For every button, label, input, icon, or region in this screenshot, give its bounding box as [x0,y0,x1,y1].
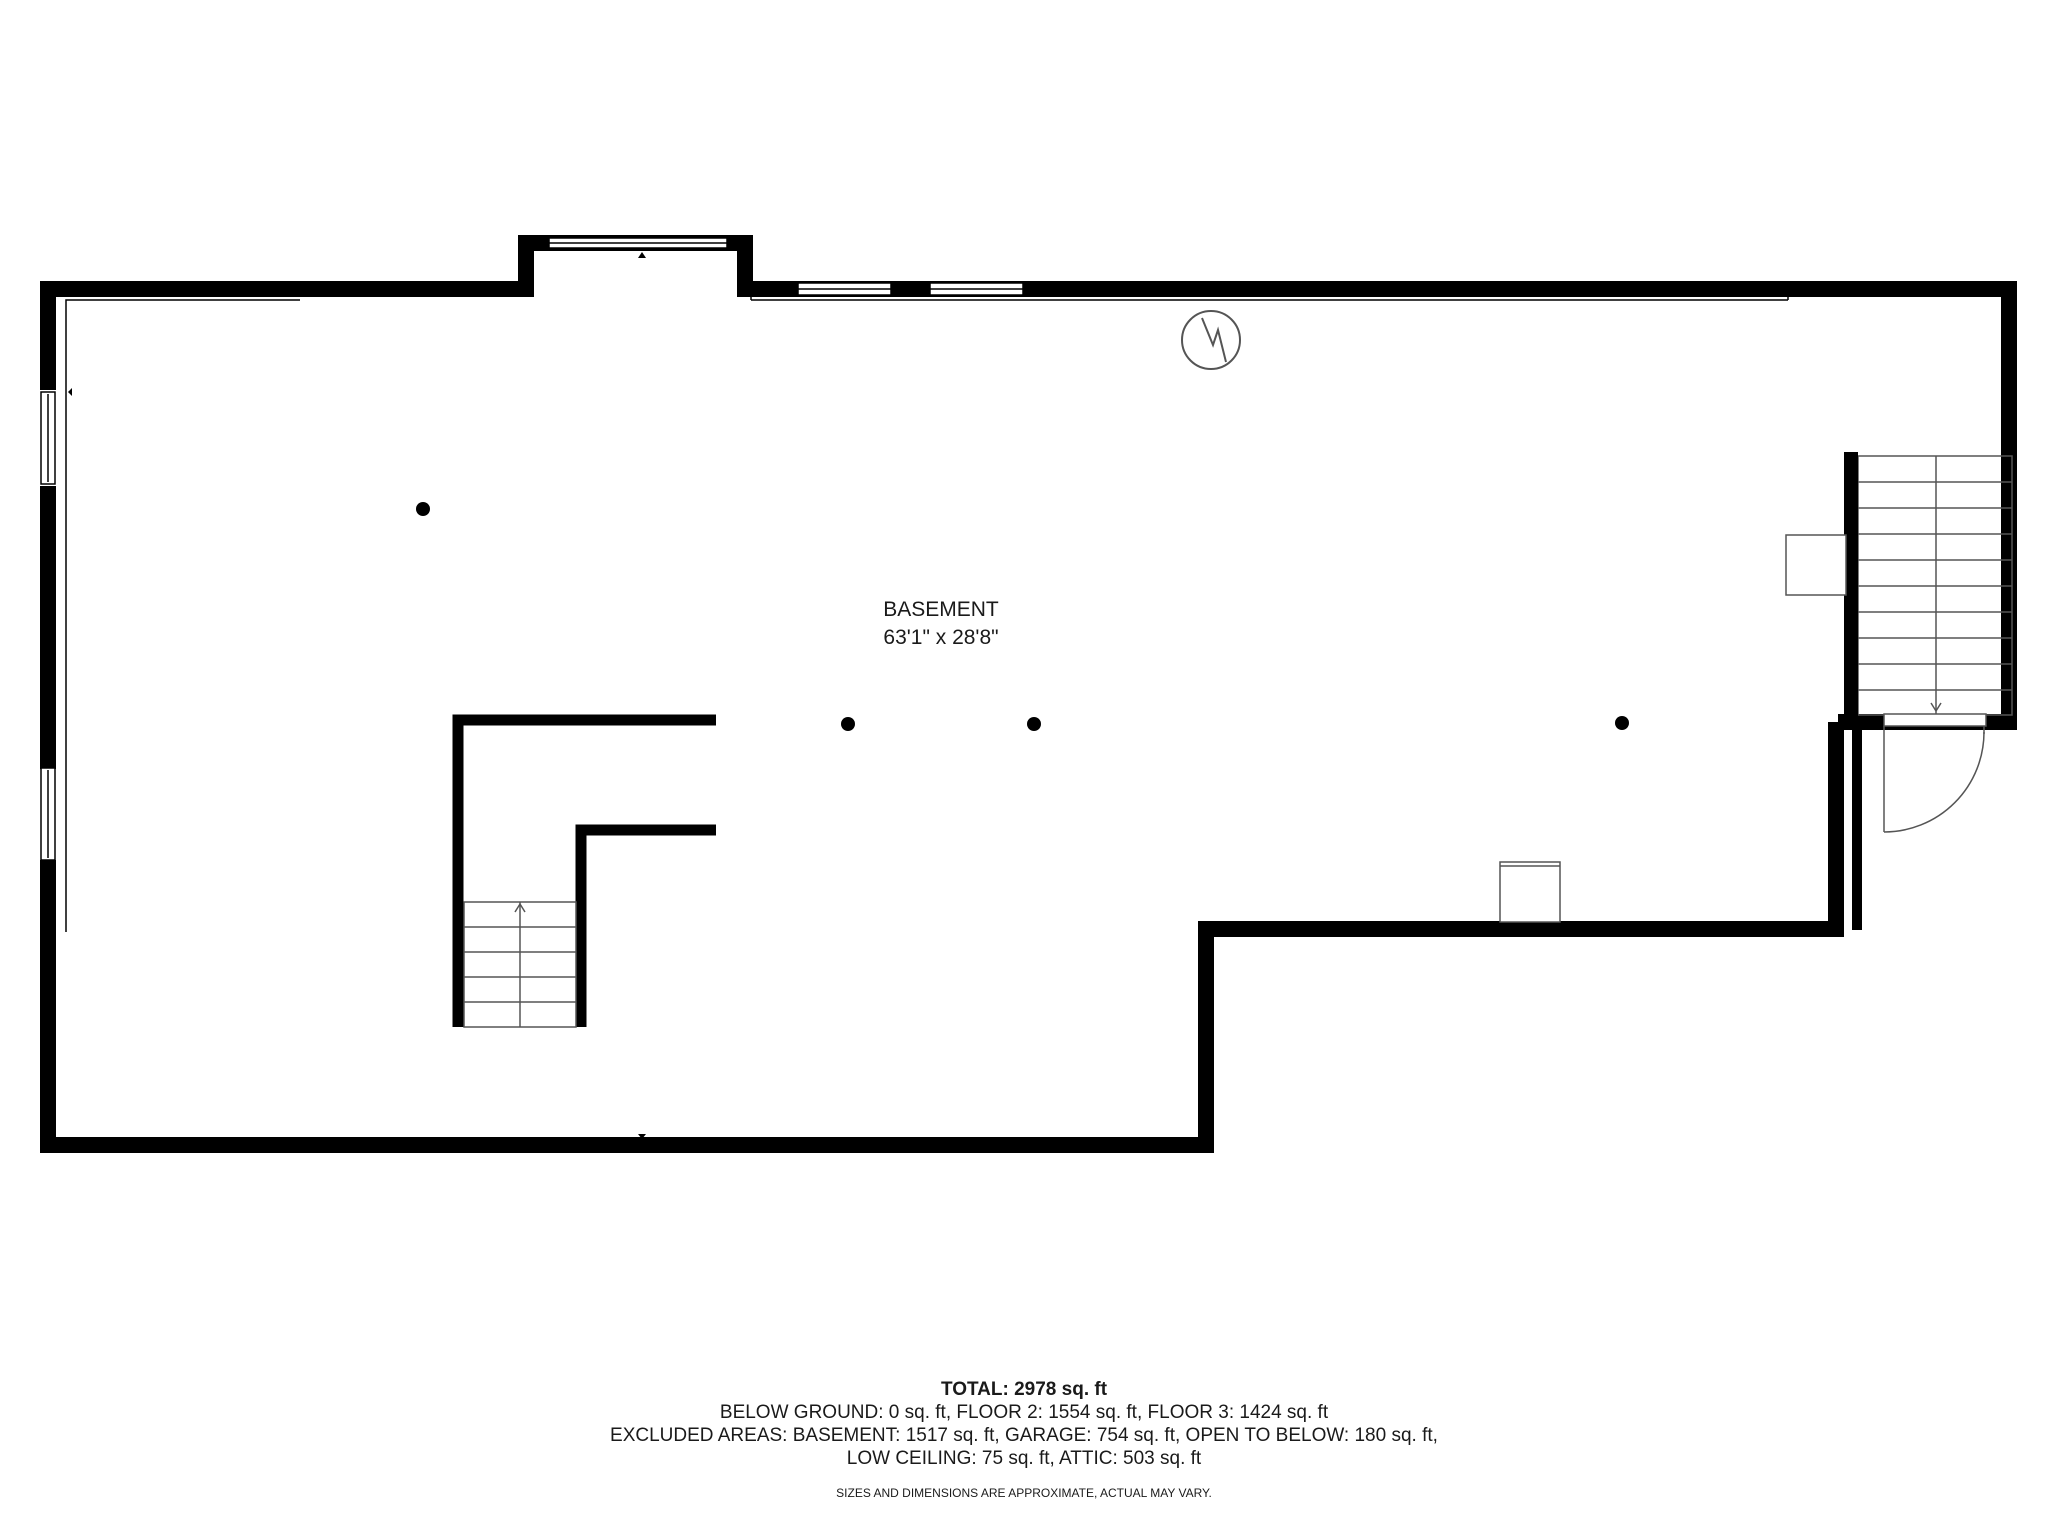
disclaimer: SIZES AND DIMENSIONS ARE APPROXIMATE, AC… [836,1486,1212,1500]
summary-line-3: LOW CEILING: 75 sq. ft, ATTIC: 503 sq. f… [846,1448,1202,1469]
room-dimensions: 63'1" x 28'8" [883,626,999,649]
window-icon [548,237,1024,296]
wall-left-top [40,235,2017,730]
stair-enclosure-walls [452,714,716,1027]
stair-wall-left [1844,452,1858,722]
exterior-walls [40,235,2017,1153]
total-area: TOTAL: 2978 sq. ft [940,1379,1108,1400]
door-swing-icon [1883,713,1987,833]
summary-line-1: BELOW GROUND: 0 sq. ft, FLOOR 2: 1554 sq… [719,1402,1329,1423]
window-icon [40,391,56,861]
interior-finish-lines [65,292,1789,932]
wall-left-bottom-and-bottom [40,722,1844,1153]
support-post-icon [416,502,1629,731]
right-stairs [1857,455,2013,716]
marker-icon [68,252,2013,1139]
wall-box [1499,861,1561,923]
area-summary: TOTAL: 2978 sq. ft BELOW GROUND: 0 sq. f… [424,1378,1624,1470]
summary-line-2: EXCLUDED AREAS: BASEMENT: 1517 sq. ft, G… [610,1425,1438,1446]
interior-stairs [463,901,577,1028]
water-heater-icon [1181,310,1241,370]
room-label: BASEMENT 63'1" x 28'8" [811,596,1071,652]
utility-box [1785,534,1847,596]
stair-arrow-icon [1930,702,1942,713]
stair-arrow-icon [514,902,526,913]
wall-short-right [1852,722,1862,930]
room-name: BASEMENT [883,598,999,621]
